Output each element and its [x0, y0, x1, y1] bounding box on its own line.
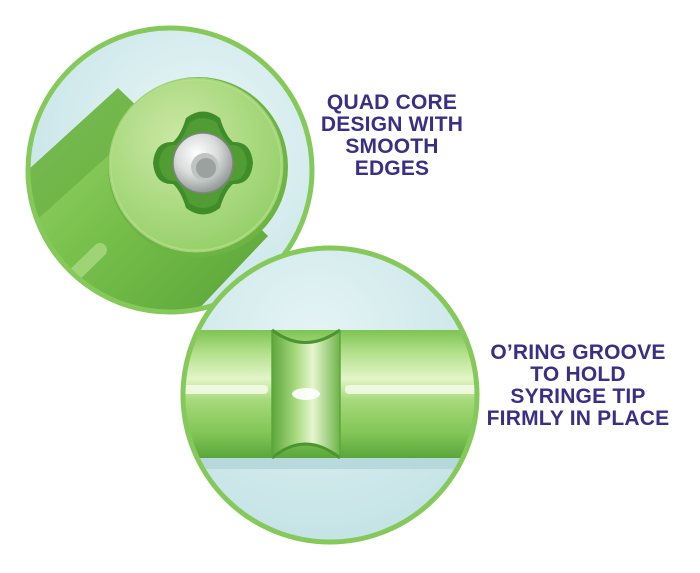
caption-line: TO HOLD [530, 363, 626, 386]
caption-line: O’RING GROOVE [490, 341, 666, 364]
caption-line: SYRINGE TIP [510, 385, 646, 408]
quad-core-cross-section-icon [25, 25, 315, 315]
caption-line: SMOOTH [345, 135, 439, 158]
caption-line: DESIGN WITH [320, 113, 464, 136]
oring-groove-tube-icon [180, 245, 480, 545]
quad-core-caption: QUAD CORE DESIGN WITH SMOOTH EDGES [292, 92, 492, 180]
caption-line: FIRMLY IN PLACE [486, 407, 670, 430]
caption-line: EDGES [354, 157, 430, 180]
caption-line: QUAD CORE [326, 91, 458, 114]
oring-groove-caption: O’RING GROOVE TO HOLD SYRINGE TIP FIRMLY… [468, 342, 688, 430]
